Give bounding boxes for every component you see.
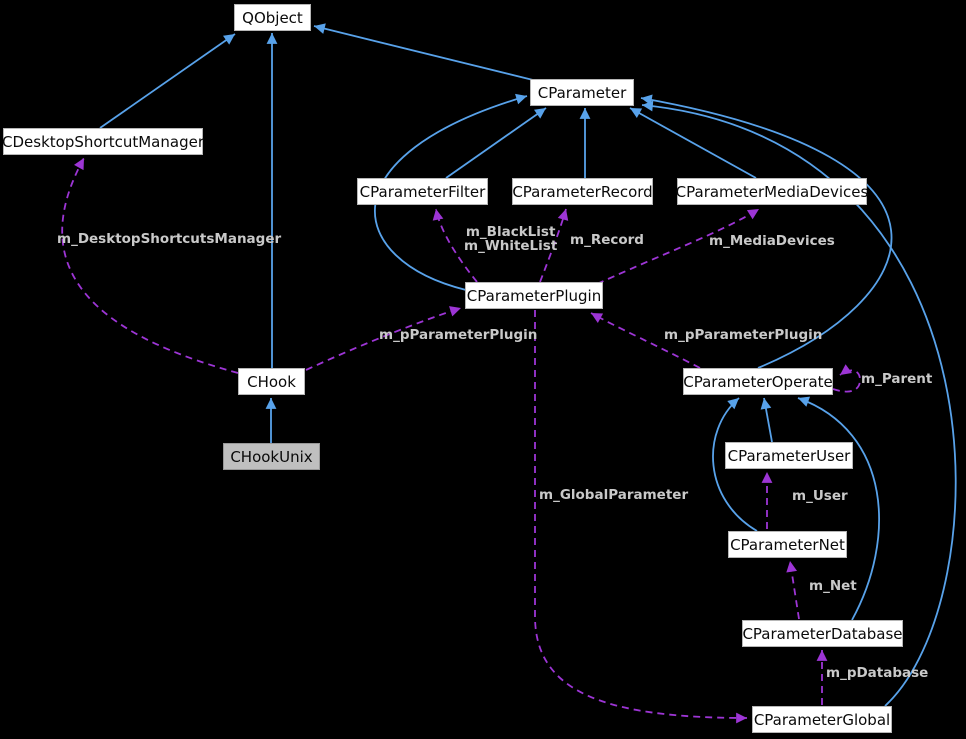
edge-usage-global-parameter xyxy=(534,310,748,724)
node-cparameternet[interactable]: CParameterNet xyxy=(728,531,847,558)
edge-cparameterdatabase-to-cparameteroperate xyxy=(797,396,880,621)
node-cparameteroperate[interactable]: CParameterOperate xyxy=(683,368,833,395)
node-cparameteruser[interactable]: CParameterUser xyxy=(725,442,853,469)
edge-usage-net xyxy=(786,560,800,620)
node-cparameterrecord[interactable]: CParameterRecord xyxy=(512,178,653,205)
edge-cparameternet-to-cparameteroperate xyxy=(712,397,758,532)
edge-label-media-devices: m_MediaDevices xyxy=(709,233,835,249)
edge-cparameterfilter-to-cparameter xyxy=(445,107,547,179)
edge-usage-media-devices xyxy=(596,208,760,285)
node-chook[interactable]: CHook xyxy=(238,368,305,395)
edge-label-p-parameter-plugin-right: m_pParameterPlugin xyxy=(664,327,823,343)
edge-label-user: m_User xyxy=(792,488,848,504)
edge-usage-parent-self-loop xyxy=(832,364,861,393)
edge-label-parent: m_Parent xyxy=(861,371,933,387)
edge-usage-record xyxy=(539,208,569,283)
edge-usage-desktop-shortcuts-manager xyxy=(61,157,239,374)
node-cparameterfilter[interactable]: CParameterFilter xyxy=(357,178,488,205)
node-cparameter[interactable]: CParameter xyxy=(530,79,634,106)
edge-label-desktop-shortcuts-manager: m_DesktopShortcutsManager xyxy=(57,231,282,247)
node-cdesktopshortcutmanager[interactable]: CDesktopShortcutManager xyxy=(2,128,204,155)
edge-cparameteruser-to-cparameteroperate xyxy=(760,397,773,443)
node-chookunix[interactable]: CHookUnix xyxy=(223,443,320,470)
edge-label-record: m_Record xyxy=(570,232,644,248)
node-qobject[interactable]: QObject xyxy=(234,4,311,31)
node-cparameterplugin[interactable]: CParameterPlugin xyxy=(465,282,603,309)
edge-cparameterglobal-to-cparameter xyxy=(641,100,957,707)
edge-usage-blacklist-whitelist xyxy=(432,208,478,283)
edge-cparameter-to-qobject xyxy=(313,23,534,81)
edge-cparametermediadevices-to-cparameter xyxy=(629,107,757,179)
edge-cdesktopshortcutmanager-to-qobject xyxy=(99,33,236,129)
edge-label-p-parameter-plugin-left: m_pParameterPlugin xyxy=(379,327,538,343)
edge-label-blacklist-whitelist: m_BlackList m_WhiteList xyxy=(464,224,558,254)
edge-label-global-parameter: m_GlobalParameter xyxy=(539,487,689,503)
edge-cparameteroperate-to-cparameter xyxy=(640,94,893,369)
edge-label-p-database: m_pDatabase xyxy=(826,665,929,681)
edge-label-net: m_Net xyxy=(809,578,857,594)
node-cparameterglobal[interactable]: CParameterGlobal xyxy=(752,706,892,733)
node-cparameterdatabase[interactable]: CParameterDatabase xyxy=(742,620,903,647)
edge-usage-p-parameter-plugin-right xyxy=(590,312,701,369)
node-cparametermediadevices[interactable]: CParameterMediaDevices xyxy=(676,178,868,205)
